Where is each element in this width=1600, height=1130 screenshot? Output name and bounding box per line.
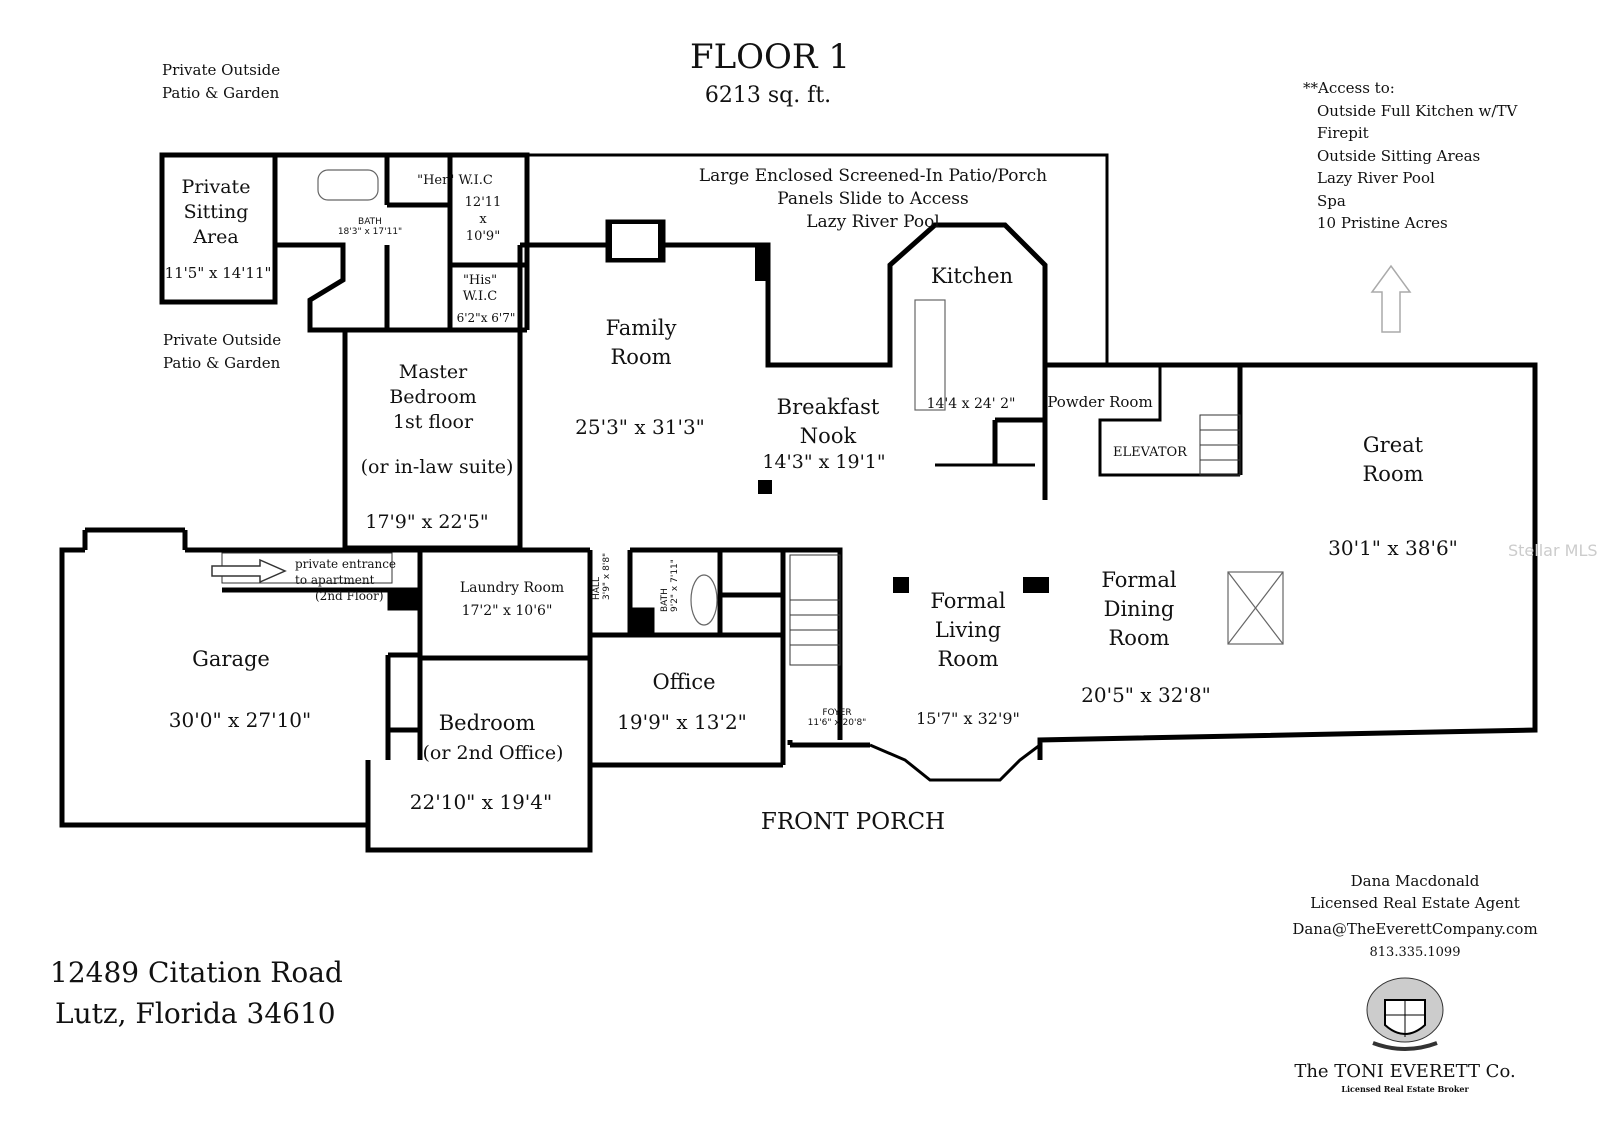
laundry-dims: 17'2" x 10'6" [461, 603, 553, 619]
great-dims: 30'1" x 38'6" [1328, 536, 1458, 560]
wall-office [630, 547, 843, 740]
room-elevator: ELEVATOR [1113, 445, 1187, 460]
his-wic-dims: 6'2"x 6'7" [456, 311, 516, 325]
wall-sitting-area [159, 152, 278, 305]
access-list: **Access to: Outside Full Kitchen w/TV F… [1303, 79, 1518, 232]
fireplace [1227, 571, 1284, 645]
arrow-right-icon [211, 558, 287, 584]
room-powder: Powder Room [1047, 393, 1153, 411]
company-name: The TONI EVERETT Co. [1294, 1061, 1516, 1082]
address-line-1: 12489 Citation Road [50, 956, 343, 989]
company-subtitle: Licensed Real Estate Broker [1341, 1084, 1469, 1094]
room-her-wic: "Her" W.I.C [417, 173, 493, 188]
wall-garage [59, 547, 368, 828]
crest-logo [1366, 977, 1444, 1051]
fireplace-family [608, 220, 662, 262]
bedroom-note: (or 2nd Office) [422, 742, 564, 764]
floor-area: 6213 sq. ft. [704, 83, 832, 108]
bedroom-dims: 22'10" x 19'4" [409, 790, 553, 814]
bathtub [317, 169, 379, 201]
office-dims: 19'9" x 13'2" [617, 710, 747, 734]
breakfast-dims: 14'3" x 19'1" [762, 451, 886, 473]
kitchen-island [914, 299, 946, 411]
arrow-up-icon [1370, 264, 1412, 333]
bathtub-2 [690, 574, 718, 626]
room-office: Office [652, 670, 716, 694]
wall-bedroom [365, 658, 593, 853]
stairs [221, 414, 1241, 666]
kitchen-dims: 14'4 x 24' 2" [926, 396, 1016, 412]
wall-enclosed-patio [527, 153, 1109, 365]
watermark: Stellar MLS [1508, 541, 1598, 560]
wall-kitchen [860, 222, 1048, 500]
room-garage: Garage [192, 647, 270, 671]
family-dims: 25'3" x 31'3" [575, 415, 705, 439]
master-dims: 17'9" x 22'5" [365, 511, 489, 533]
agent-name: Dana Macdonald [1350, 872, 1480, 890]
agent-title: Licensed Real Estate Agent [1310, 894, 1520, 912]
master-note: (or in-law suite) [360, 456, 514, 478]
front-porch-label: FRONT PORCH [760, 809, 946, 835]
wall-family-room [520, 242, 860, 368]
agent-phone: 813.335.1099 [1369, 945, 1461, 960]
living-dims: 15'7" x 32'9" [916, 709, 1020, 728]
sitting-dims: 11'5" x 14'11" [164, 264, 272, 282]
floor-title: FLOOR 1 [690, 37, 850, 77]
wall-front-bay [869, 743, 1041, 782]
garage-dims: 30'0" x 27'10" [168, 708, 312, 732]
room-laundry: Laundry Room [459, 580, 565, 596]
dining-dims: 20'5" x 32'8" [1081, 683, 1211, 707]
address-line-2: Lutz, Florida 34610 [55, 997, 336, 1030]
room-bedroom: Bedroom [438, 711, 536, 735]
room-his-wic: "His"W.I.C [462, 273, 498, 304]
agent-info: Dana Macdonald Licensed Real Estate Agen… [1292, 870, 1537, 964]
room-kitchen: Kitchen [930, 264, 1014, 288]
agent-email[interactable]: Dana@TheEverettCompany.com [1292, 920, 1538, 938]
